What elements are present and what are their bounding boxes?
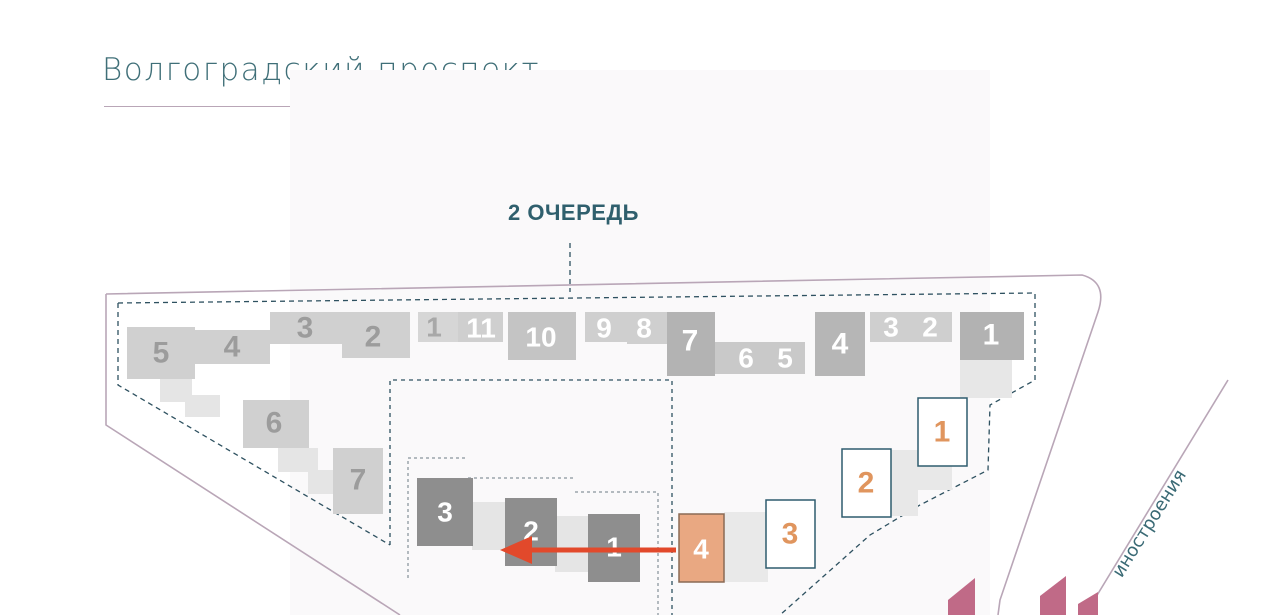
building-label: 1 xyxy=(426,312,442,343)
building-label: 3 xyxy=(782,518,799,551)
building-11[interactable] xyxy=(458,312,503,342)
inner-courtyard-outline xyxy=(389,379,673,615)
selected-building-4[interactable] xyxy=(678,513,725,583)
building-label: 4 xyxy=(832,328,849,361)
planned-building-2[interactable] xyxy=(841,448,892,518)
building-2-west[interactable] xyxy=(342,312,410,358)
selected-building-label: 4 xyxy=(693,534,709,565)
building-annex xyxy=(185,395,220,417)
building-6-wing[interactable] xyxy=(243,400,309,448)
planned-building-1[interactable] xyxy=(917,397,968,467)
building-label: 9 xyxy=(596,313,612,344)
building-label: 6 xyxy=(266,407,283,440)
building-label: 8 xyxy=(636,313,652,344)
building-annex xyxy=(724,512,768,582)
stage-label: 2 ОЧЕРЕДЬ xyxy=(508,200,639,225)
building-label: 3 xyxy=(297,312,314,345)
building-annex xyxy=(912,466,952,490)
building-label: 7 xyxy=(350,464,367,497)
building-label: 3 xyxy=(883,312,899,343)
site-boundary xyxy=(105,274,1102,615)
building-annex xyxy=(960,360,1012,398)
building-6-east[interactable] xyxy=(715,342,765,374)
building-label: 4 xyxy=(224,331,241,364)
building-annex xyxy=(278,448,318,472)
developer-logo xyxy=(948,576,1098,615)
building-label: 2 xyxy=(365,321,382,354)
building-8[interactable] xyxy=(627,312,667,344)
building-label: 5 xyxy=(153,337,170,370)
building-label: 2 xyxy=(922,312,938,343)
stage2-outline xyxy=(117,243,1036,615)
building-label: 10 xyxy=(525,322,556,353)
building-label: 11 xyxy=(466,313,496,344)
row-labels: 5 4 3 2 1 11 10 9 8 7 6 5 4 3 2 1 xyxy=(153,312,1000,374)
building-label: 6 xyxy=(738,343,754,374)
direction-arrow xyxy=(500,536,676,564)
building-2-east[interactable] xyxy=(910,312,952,342)
building-label: 1 xyxy=(606,532,622,563)
building-3-center[interactable] xyxy=(417,478,473,546)
building-5-east[interactable] xyxy=(765,342,805,374)
building-4-west[interactable] xyxy=(195,330,270,364)
center-block: 3 2 1 xyxy=(417,478,640,582)
building-1-west[interactable] xyxy=(418,312,458,342)
building-1-east[interactable] xyxy=(960,312,1024,360)
building-label: 7 xyxy=(682,325,699,358)
building-label: 1 xyxy=(983,319,1000,352)
left-wing: 6 7 xyxy=(243,400,383,514)
planned-buildings: 3 2 1 xyxy=(765,397,968,569)
building-10[interactable] xyxy=(508,312,576,360)
building-label: 3 xyxy=(437,497,453,528)
building-label: 1 xyxy=(934,416,951,449)
building-9[interactable] xyxy=(585,312,627,342)
building-7-wing[interactable] xyxy=(333,448,383,514)
building-3-west[interactable] xyxy=(270,312,342,344)
building-3-east[interactable] xyxy=(870,312,910,342)
building-label: 2 xyxy=(858,467,875,500)
building-5-west[interactable] xyxy=(127,327,195,379)
center-block-outline xyxy=(407,457,659,615)
building-7-east[interactable] xyxy=(667,312,715,376)
building-4-east[interactable] xyxy=(815,312,865,376)
building-row xyxy=(127,312,1024,417)
building-annex xyxy=(472,502,508,550)
building-annex xyxy=(555,516,591,572)
street-line-right xyxy=(1084,379,1229,615)
building-label: 5 xyxy=(777,343,793,374)
planned-building-3[interactable] xyxy=(765,499,816,569)
